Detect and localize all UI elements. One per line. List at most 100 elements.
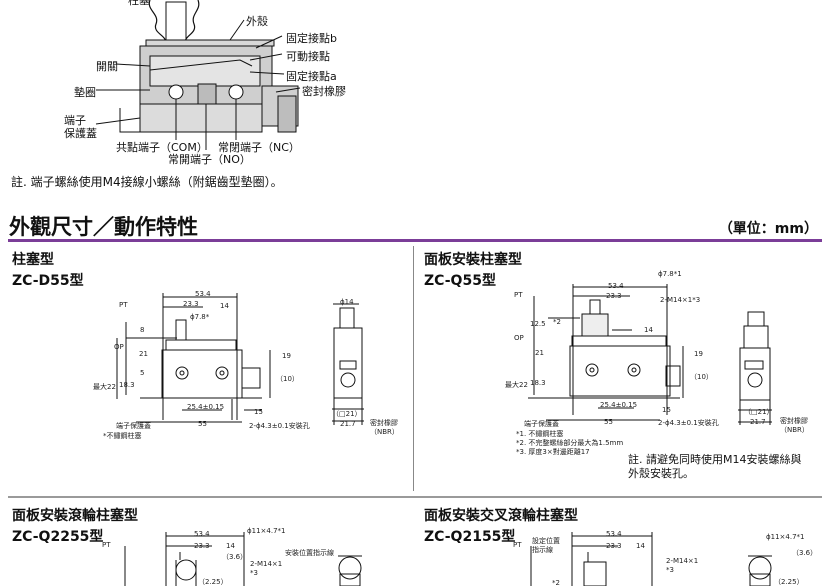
terminal-cover-q55: 端子保護蓋 [524, 420, 559, 428]
dim-14: 14 [220, 302, 229, 310]
dim-8: 8 [140, 326, 145, 334]
dim-55: 55 [198, 420, 207, 428]
column-divider [413, 246, 414, 491]
zc-d55-drawing [116, 293, 364, 425]
dim-23-3-q2255: 23.3 [194, 542, 210, 550]
dim-21-7: 21.7 [340, 420, 356, 428]
com-terminal-label: 共點端子（COM） [116, 141, 208, 154]
dim-2-25-q2155: （2.25） [774, 578, 804, 586]
section-rule [8, 239, 822, 242]
dim-18-3: 18.3 [119, 381, 135, 389]
section-heading: 外觀尺寸／動作特性 [9, 215, 198, 239]
seal-rubber-nbr-q55: 密封橡膠 （NBR） [780, 417, 809, 434]
zc-q55-drawing [528, 284, 772, 425]
mounting-note-q55: 註. 請避免同時使用M14安裝螺絲與 外殼安裝孔。 [628, 453, 802, 480]
dim-op: OP [114, 343, 124, 351]
product-title-q2255: 面板安裝滾輪柱塞型 [12, 508, 138, 524]
dim-18-3-q: 18.3 [530, 379, 546, 387]
dim-53-4-q2155: 53.4 [606, 530, 622, 538]
product-model-q2255: ZC-Q2255型 [12, 529, 104, 545]
dim-m14-q: 2-M14×1*3 [660, 296, 701, 304]
housing-label: 外殼 [246, 15, 268, 28]
dim-25-4: 25.4±0.15 [187, 403, 225, 411]
dim-15-q: 15 [662, 406, 671, 414]
dim-3-6-q2155: （3.6） [792, 549, 818, 557]
set-position-indicator-q2155: 設定位置 指示線 [532, 537, 560, 554]
product-model-q55: ZC-Q55型 [424, 273, 496, 289]
dim-phi78: ϕ7.8* [190, 313, 210, 321]
indicator-line-q2255: 安裝位置指示線 [285, 549, 334, 557]
dim-op-q: OP [514, 334, 524, 342]
fixed-contact-a-label: 固定接點a [286, 70, 337, 83]
nc-terminal-label: 常閉端子（NC） [218, 141, 300, 154]
dim-21: 21 [139, 350, 148, 358]
dim-max22: 最大22 [93, 383, 116, 391]
dim-10-q: （10） [690, 373, 713, 381]
dim-mount-hole-q: 2-ϕ4.3±0.1安裝孔 [658, 419, 719, 427]
dim-14-q2255: 14 [226, 542, 235, 550]
dim-star2-q: *2 [553, 318, 561, 326]
dim-2-25-q2255: （2.25） [198, 578, 228, 586]
switch-label: 開關 [96, 60, 118, 73]
dim-23-3: 23.3 [183, 300, 199, 308]
dim-phi78-q: ϕ7.8*1 [658, 270, 682, 278]
dim-pt-q2255: PT [102, 541, 111, 549]
no-terminal-label: 常開端子（NO） [168, 153, 251, 166]
dim-pt-q: PT [514, 291, 523, 299]
footnote-3-q55: *3. 厚度3×對邊距離17 [516, 448, 590, 456]
row-divider [8, 496, 822, 498]
dim-53-4: 53.4 [195, 290, 211, 298]
dim-sq21-q: （□21） [744, 408, 774, 416]
dim-21-q: 21 [535, 349, 544, 357]
plunger-label: 柱塞 [128, 0, 150, 7]
dim-23-3-q: 23.3 [606, 292, 622, 300]
dim-14-q2155: 14 [636, 542, 645, 550]
footnote-1-q55: *1. 不鏽鋼柱塞 [516, 430, 564, 438]
terminal-cover-d55: 端子保護蓋 [116, 422, 151, 430]
product-model-q2155: ZC-Q2155型 [424, 529, 516, 545]
switch-cutaway-diagram [95, 0, 301, 150]
seal-rubber-label: 密封橡膠 [302, 85, 346, 98]
dim-5: 5 [140, 369, 145, 377]
stainless-note-d55: *不鏽鋼柱塞 [103, 432, 142, 440]
dim-12-5-q: 12.5 [530, 320, 546, 328]
dim-53-4-q: 53.4 [608, 282, 624, 290]
dim-star2-q2155: *2 [552, 579, 560, 587]
dim-53-4-q2255: 53.4 [194, 530, 210, 538]
dim-sq21: （□21） [332, 410, 362, 418]
dim-mount-hole: 2-ϕ4.3±0.1安裝孔 [249, 422, 310, 430]
product-model-d55: ZC-D55型 [12, 273, 84, 289]
dim-m14-q2155: 2-M14×1 *3 [666, 557, 699, 574]
dim-19: 19 [282, 352, 291, 360]
fixed-contact-b-label: 固定接點b [286, 32, 337, 45]
dim-pt-q2155: PT [513, 541, 522, 549]
zc-q2155-drawing [530, 532, 772, 586]
product-title-d55: 柱塞型 [12, 252, 54, 268]
dim-23-3-q2155: 23.3 [606, 542, 622, 550]
gasket-label: 墊圈 [74, 86, 96, 99]
terminal-cover-label: 端子 保護蓋 [64, 114, 97, 140]
dim-3-6-q2255: （3.6） [222, 553, 248, 561]
seal-rubber-nbr-d55: 密封橡膠 （NBR） [370, 419, 399, 436]
dim-pt: PT [119, 301, 128, 309]
dim-14-q: 14 [644, 326, 653, 334]
movable-contact-label: 可動接點 [286, 50, 330, 63]
dim-roller-q2155: ϕ11×4.7*1 [766, 533, 805, 541]
dim-25-4-q: 25.4±0.15 [600, 401, 638, 409]
zc-q2255-drawing [124, 532, 362, 586]
dim-19-q: 19 [694, 350, 703, 358]
dim-10: （10） [276, 375, 299, 383]
dim-15: 15 [254, 408, 263, 416]
dim-roller-q2255: ϕ11×4.7*1 [247, 527, 286, 535]
dim-phi14: ϕ14 [340, 298, 354, 306]
footnote-2-q55: *2. 不完整螺絲部分最大為1.5mm [516, 439, 624, 447]
dim-21-7-q: 21.7 [750, 418, 766, 426]
dim-m14-q2255: 2-M14×1 *3 [250, 560, 283, 577]
product-title-q55: 面板安裝柱塞型 [424, 252, 522, 268]
unit-label: （單位：mm） [718, 221, 818, 237]
product-title-q2155: 面板安裝交叉滾輪柱塞型 [424, 508, 578, 524]
dim-max22-q: 最大22 [505, 381, 528, 389]
terminal-screw-note: 註. 端子螺絲使用M4接線小螺絲（附鋸齒型墊圈）。 [11, 175, 283, 189]
dim-55-q: 55 [604, 418, 613, 426]
